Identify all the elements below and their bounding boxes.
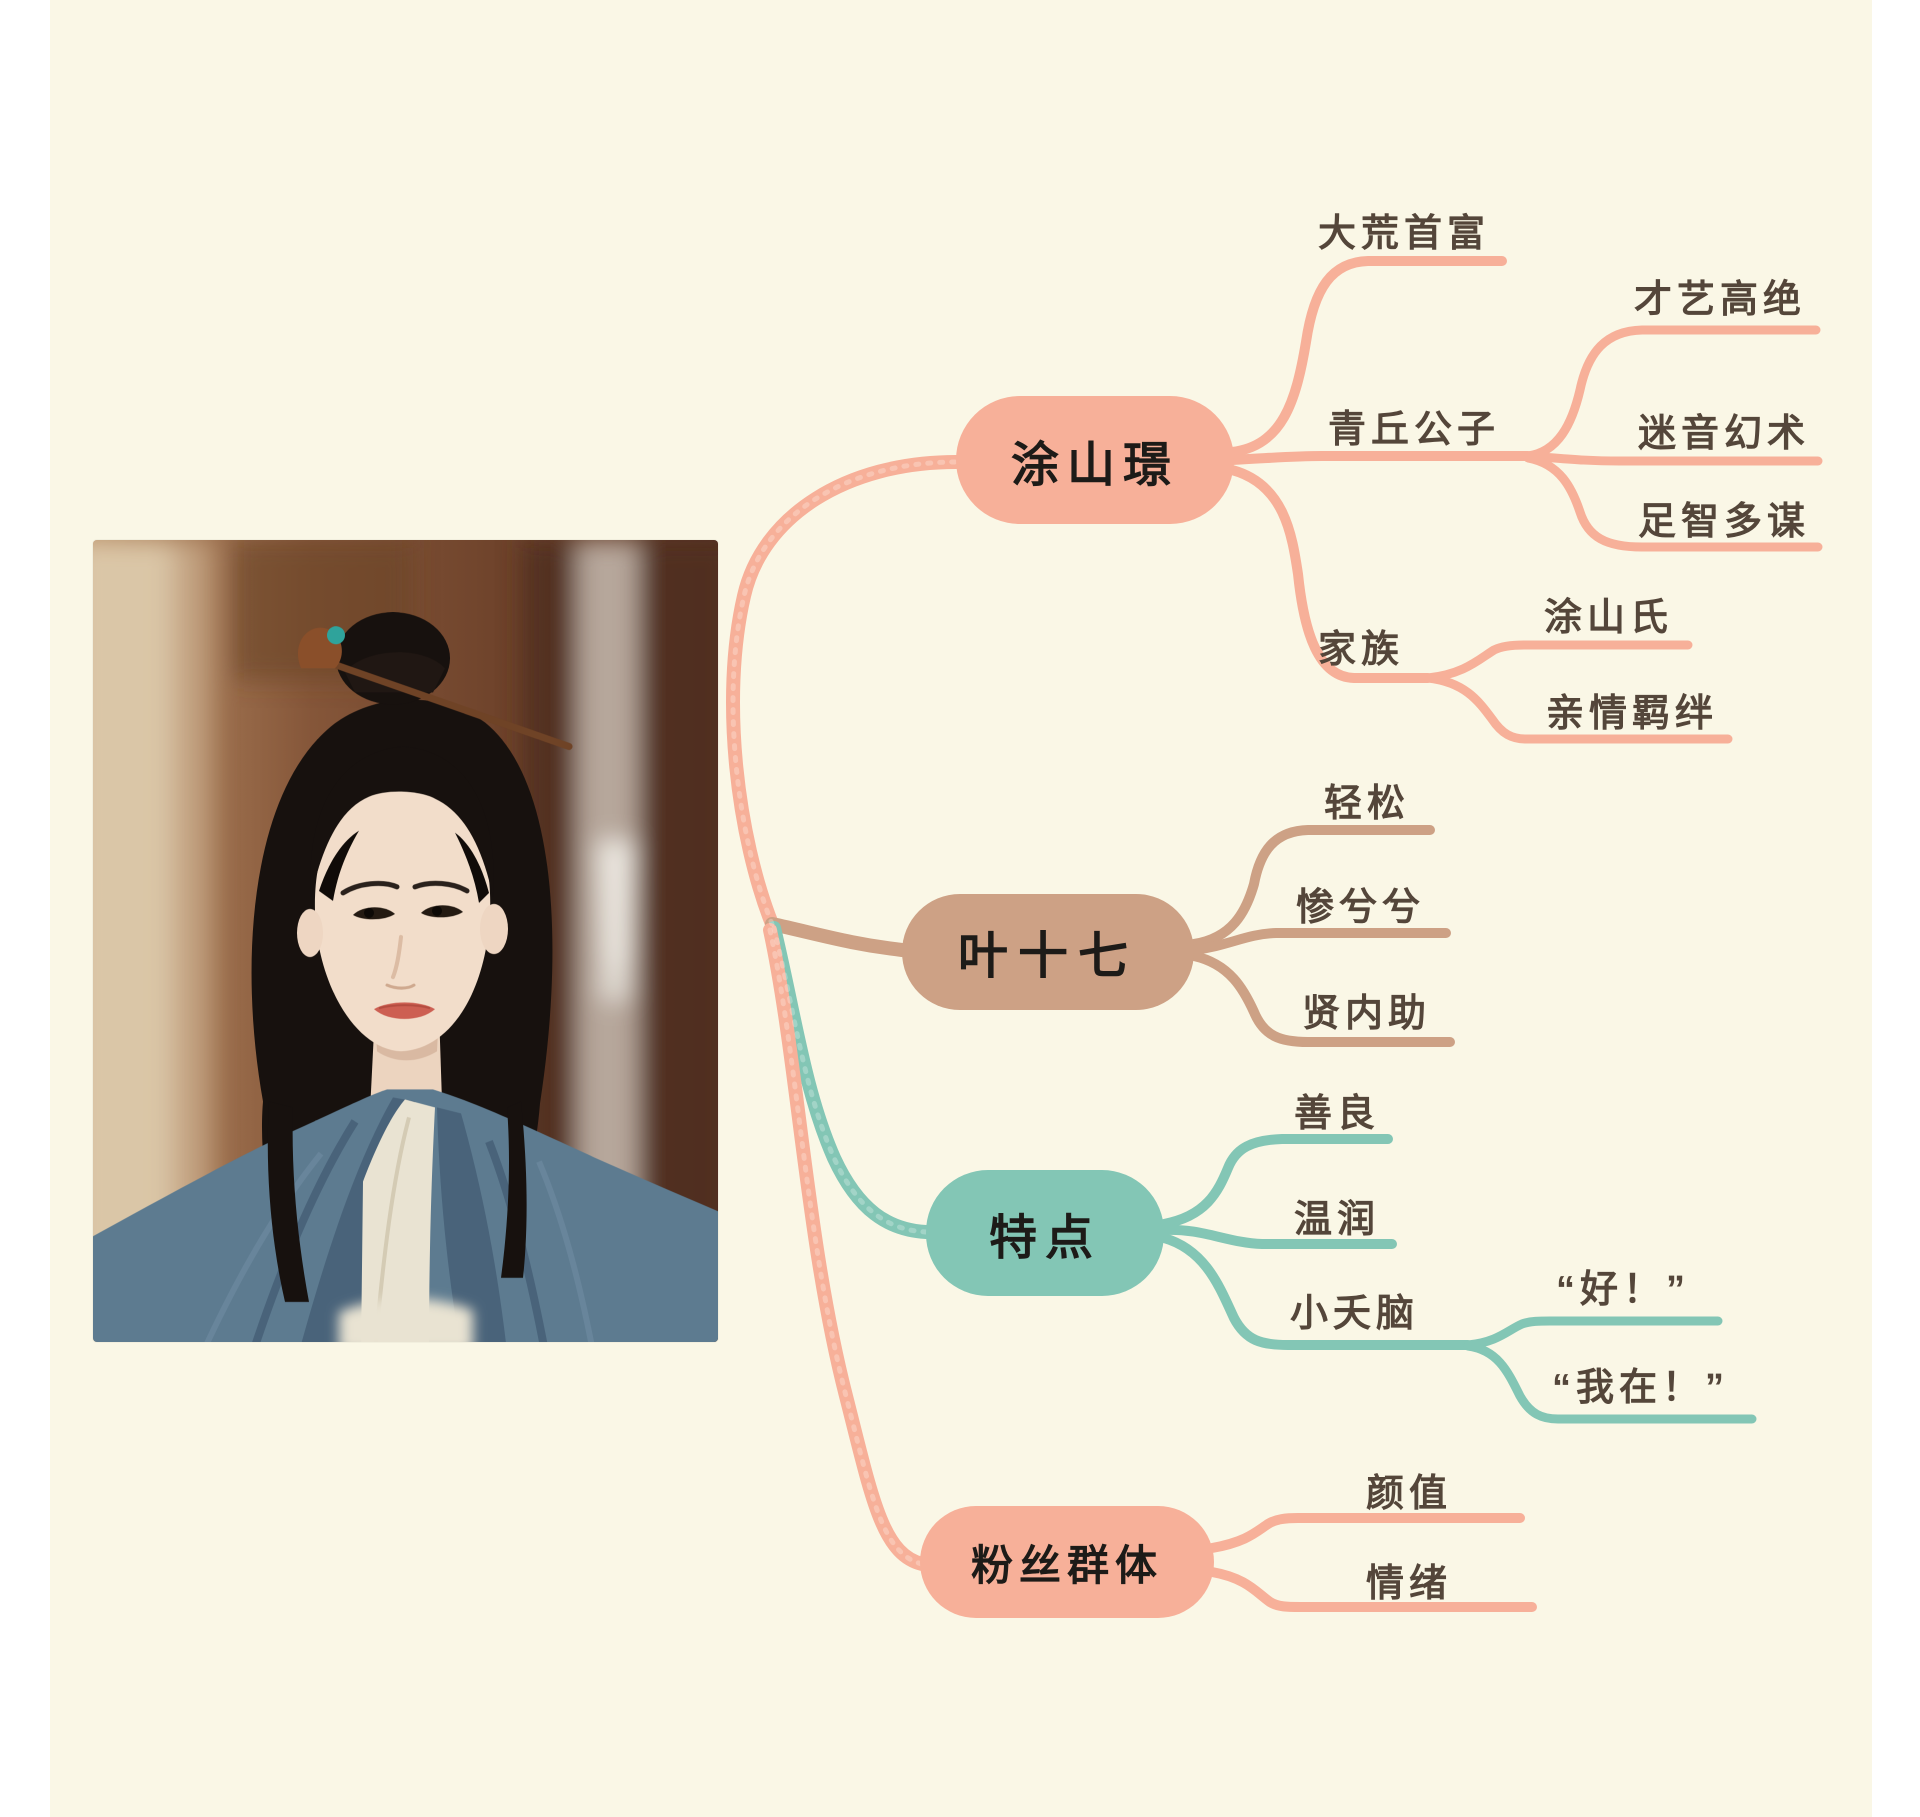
label-wenrun[interactable]: 温润 <box>1294 1199 1381 1241</box>
portrait-photo-svg <box>93 540 718 1342</box>
branch-fensiqunti-links <box>1207 1513 1537 1612</box>
label-dahuang-shoufu[interactable]: 大荒首富 <box>1318 213 1491 255</box>
label-qingsong[interactable]: 轻松 <box>1324 783 1411 825</box>
label-miyin-huanshu[interactable]: 迷音幻术 <box>1638 413 1811 455</box>
branch-tedian-links <box>1159 1134 1757 1424</box>
label-yanzhi[interactable]: 颜值 <box>1366 1473 1453 1515</box>
node-fensiqunti[interactable]: 粉丝群体 <box>920 1506 1214 1618</box>
label-qingqiu-gongzi[interactable]: 青丘公子 <box>1328 409 1501 451</box>
label-shanliang[interactable]: 善良 <box>1294 1093 1381 1135</box>
trunk-lines <box>726 455 963 1571</box>
label-caiyi-gaojue[interactable]: 才艺高绝 <box>1634 279 1807 321</box>
portrait-photo <box>93 540 718 1342</box>
label-xianneizhu[interactable]: 贤内助 <box>1302 993 1432 1035</box>
label-quote-hao[interactable]: “好！” <box>1556 1269 1691 1311</box>
label-zuzhi-duomou[interactable]: 足智多谋 <box>1638 501 1811 543</box>
label-jiazu[interactable]: 家族 <box>1318 629 1405 671</box>
node-tushanjing[interactable]: 涂山璟 <box>956 396 1234 524</box>
node-yeshiqi[interactable]: 叶十七 <box>902 894 1194 1010</box>
photo-figure <box>93 612 718 1342</box>
label-qingxu[interactable]: 情绪 <box>1366 1563 1453 1605</box>
label-xiaoyao-nao[interactable]: 小夭脑 <box>1290 1293 1420 1335</box>
label-qinqing-jiban[interactable]: 亲情羁绊 <box>1546 693 1719 735</box>
label-canxixi[interactable]: 惨兮兮 <box>1296 887 1426 929</box>
node-tedian[interactable]: 特点 <box>926 1170 1164 1296</box>
label-tushan-shi[interactable]: 涂山氏 <box>1544 597 1674 639</box>
label-quote-wozai[interactable]: “我在！” <box>1552 1367 1730 1409</box>
branch-tushanjing-links <box>1227 256 1823 744</box>
branch-yeshiqi-links <box>1189 825 1455 1047</box>
